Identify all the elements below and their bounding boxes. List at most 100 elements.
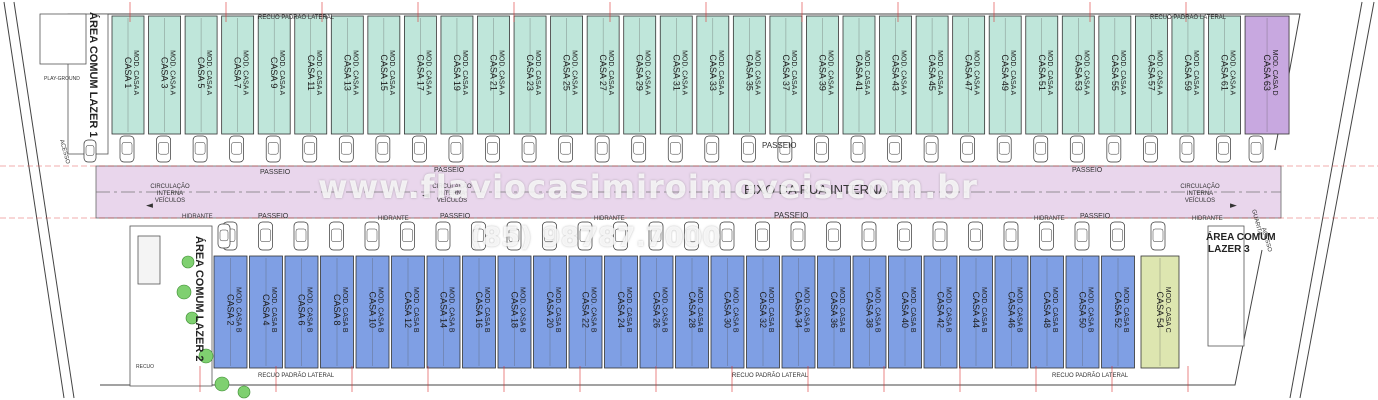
leisure-area-1: [67, 13, 109, 155]
circulation-label-right: CIRCULAÇÃO INTERNA VEÍCULOS: [1180, 183, 1220, 204]
circulation-label-left: CIRCULAÇÃO INTERNA VEÍCULOS: [150, 183, 190, 204]
house-model: MOD. CASA B: [341, 287, 348, 333]
house-name: CASA 19: [452, 54, 462, 91]
house-name: CASA 51: [1037, 54, 1047, 91]
house-model: MOD. CASA A: [1119, 50, 1126, 95]
house-model: MOD. CASA A: [1229, 50, 1236, 95]
leisure-3-label-2: LAZER 3: [1208, 244, 1250, 255]
trees: [176, 255, 251, 399]
parked-car-icon: [258, 221, 273, 251]
parked-car-icon: [814, 135, 829, 163]
house-name: CASA 43: [891, 54, 901, 91]
parked-car-icon: [613, 221, 628, 251]
pool: [137, 235, 161, 285]
house-model: MOD. CASA A: [973, 50, 980, 95]
hidrante-label-3: HIDRANTE: [594, 216, 625, 222]
parked-car-icon: [1179, 135, 1195, 163]
house-model: MOD. CASA B: [661, 287, 668, 333]
house-name: CASA 41: [854, 54, 864, 91]
house-name: CASA 55: [1110, 54, 1120, 91]
leisure-3-label-1: ÁREA COMUM: [1206, 230, 1276, 243]
house-name: CASA 54: [1155, 291, 1165, 328]
house-model: MOD. CASA B: [945, 287, 952, 333]
parked-car-icon: [329, 221, 344, 251]
house-model: MOD. CASA A: [461, 50, 468, 95]
house-model: MOD. CASA B: [270, 287, 277, 333]
parked-car-icon: [156, 135, 171, 163]
house-model: MOD. CASA B: [838, 287, 845, 333]
parked-car-icon: [932, 221, 948, 251]
parked-car-icon: [302, 135, 318, 163]
house-model: MOD. CASA B: [909, 287, 916, 333]
house-model: MOD. CASA A: [900, 50, 907, 95]
circulation-label-middle: CIRCULAÇÃO INTERNA VEÍCULOS: [432, 183, 472, 204]
parked-car-icon: [435, 221, 451, 251]
house-model: MOD. CASA B: [803, 287, 810, 333]
parked-car-icon: [594, 135, 610, 163]
parked-car-icon: [338, 135, 354, 163]
circulation-left-line-2: INTERNA: [157, 191, 183, 197]
parked-car-icon: [923, 135, 939, 163]
parked-car-icon: [1069, 135, 1085, 163]
house-name: CASA 33: [708, 54, 718, 91]
house-name: CASA 38: [865, 291, 875, 328]
house-model: MOD. CASA A: [278, 50, 285, 95]
house-model: MOD. CASA B: [696, 287, 703, 333]
house-name: CASA 50: [1078, 291, 1088, 328]
house-model: MOD. CASA A: [205, 50, 212, 95]
house-model: MOD. CASA B: [448, 287, 455, 333]
recuo-top-label: RECUO PADRÃO LATERAL: [1150, 14, 1227, 21]
circulation-left-line-3: VEÍCULOS: [155, 197, 185, 204]
parked-car-icon: [1003, 221, 1019, 251]
house-name: CASA 22: [581, 291, 591, 328]
house-name: CASA 28: [687, 291, 697, 328]
house-model: MOD. CASA A: [534, 50, 541, 95]
parked-car-icon: [684, 221, 699, 251]
arrow-right-icon: ►: [1230, 201, 1237, 211]
parked-car-icon: [704, 135, 720, 163]
recuo-bottom-label-3: RECUO PADRÃO LATERAL: [1052, 372, 1129, 379]
parked-car-icon: [740, 135, 756, 163]
house-name: CASA 44: [971, 291, 981, 328]
watermark-phone: (85) 98787.7000: [470, 222, 721, 253]
hidrante-label-5: HIDRANTE: [1192, 216, 1223, 222]
house-model: MOD. CASA A: [790, 50, 797, 95]
parked-car-icon: [968, 221, 983, 251]
recuo-bottom-label-1: RECUO PADRÃO LATERAL: [258, 372, 335, 379]
house-model: MOD. CASA B: [519, 287, 526, 333]
parked-car-icon: [375, 135, 391, 163]
house-name: CASA 29: [635, 54, 645, 91]
parked-car-icon: [1039, 221, 1054, 251]
parked-car-icon: [826, 221, 841, 251]
passeio-top-label-4: PASSEIO: [1072, 167, 1103, 174]
house-model: MOD. CASA B: [732, 287, 739, 333]
house-name: CASA 15: [379, 54, 389, 91]
house-name: CASA 7: [233, 57, 243, 89]
parked-car-icon: [1110, 221, 1125, 251]
parked-car-icon: [217, 223, 231, 249]
